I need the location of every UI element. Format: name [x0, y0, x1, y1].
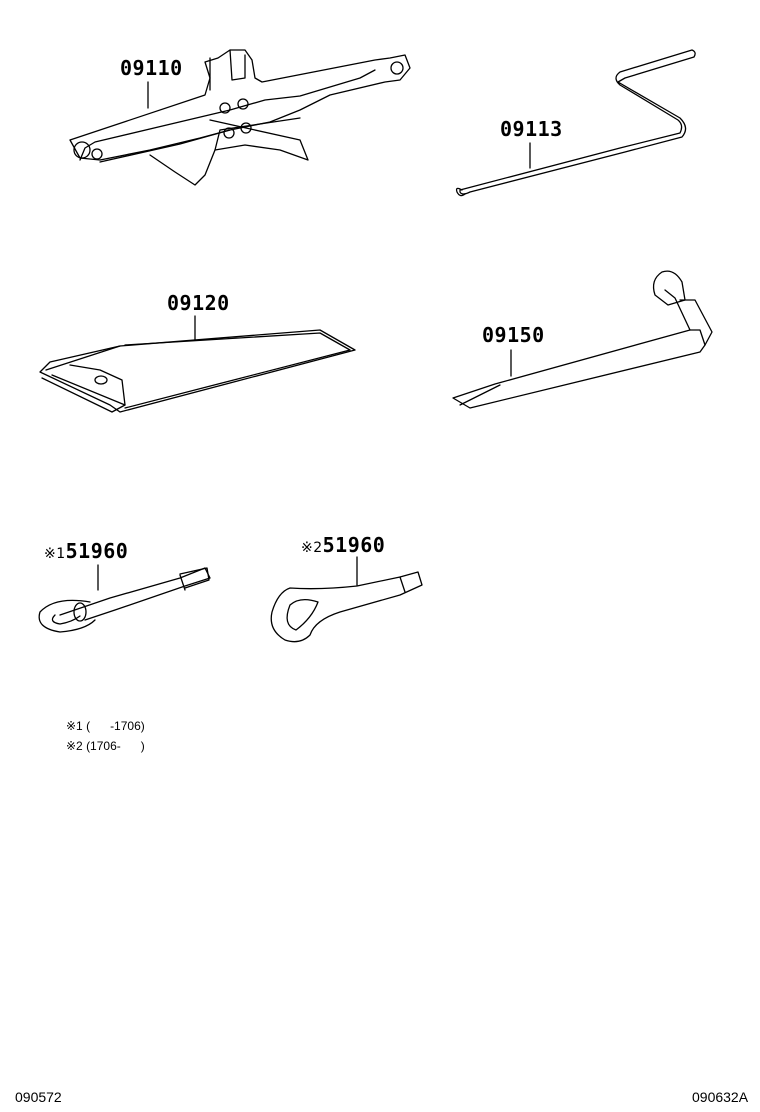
footnote-2: ※2 (1706- ) — [66, 739, 145, 753]
part-number: 51960 — [65, 539, 129, 563]
part-number: 51960 — [322, 533, 386, 557]
footer-right-code: 090632A — [692, 1089, 749, 1105]
part-label-09113: 09113 — [500, 119, 563, 139]
part-label-51960-1: ※151960 — [44, 541, 128, 561]
footnote-marker: ※1 — [44, 546, 66, 562]
towing-eye-2-drawing — [270, 556, 423, 643]
part-number: 09113 — [500, 117, 563, 141]
towing-eye-1-drawing — [38, 564, 211, 633]
part-label-09110: 09110 — [120, 58, 183, 78]
tool-bag-drawing — [39, 315, 356, 413]
part-number: 09150 — [482, 323, 545, 347]
part-label-09150: 09150 — [482, 325, 545, 345]
wheel-wrench-drawing — [452, 270, 713, 409]
footnote-1: ※1 ( -1706) — [66, 719, 145, 733]
part-number: 09120 — [167, 291, 230, 315]
jack-handle-drawing — [455, 49, 696, 197]
part-number: 09110 — [120, 56, 183, 80]
footer-left-code: 090572 — [15, 1089, 62, 1105]
part-label-51960-2: ※251960 — [301, 535, 385, 555]
scissor-jack-drawing — [69, 49, 411, 186]
part-label-09120: 09120 — [167, 293, 230, 313]
footnote-marker: ※2 — [301, 540, 323, 556]
